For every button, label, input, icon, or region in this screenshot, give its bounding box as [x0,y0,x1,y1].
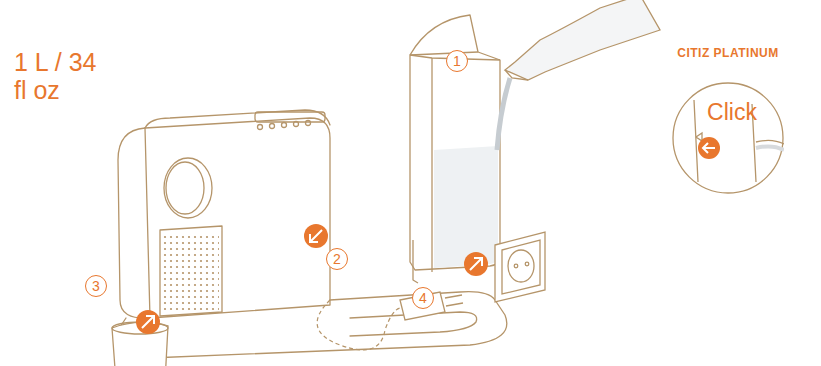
callout-number: 4 [412,287,434,309]
inset-circle: CITIZ PLATINUMClick [672,82,784,194]
action-label: Click [707,99,757,126]
model-heading: CITIZ PLATINUM [677,46,778,60]
callout-number: 1 [446,50,468,72]
callout-number: 2 [326,248,348,270]
inset-outline [672,82,784,194]
capacity-label: 1 L / 34 fl oz [14,48,114,104]
callout-number: 3 [85,275,107,297]
